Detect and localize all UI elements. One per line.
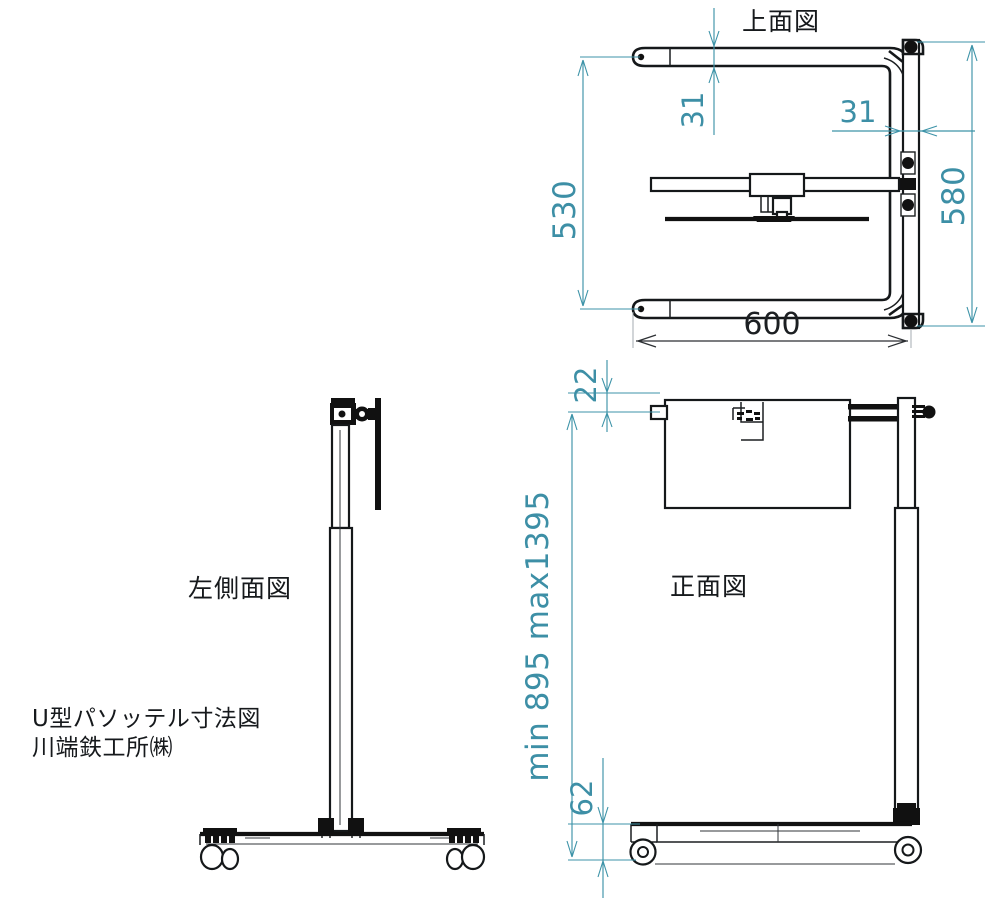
dim-31-top-label: 31: [676, 92, 710, 129]
side-view-post: [328, 423, 354, 833]
monitor-logo-icon: [732, 402, 764, 441]
dim-22-label: 22: [569, 367, 603, 404]
arm-pivot-dot-bottom: [637, 305, 645, 313]
dim-600: 600: [632, 307, 912, 348]
front-view-post: [893, 396, 936, 825]
dim-62-label: 62: [565, 780, 599, 817]
side-view-mount-head: [330, 398, 378, 425]
title-line-1: U型パソッテル寸法図: [32, 706, 261, 732]
top-view-label: 上面図: [742, 7, 820, 36]
dim-height-range-label: min 895 max1395: [520, 490, 556, 781]
dim-31-right-label: 31: [840, 95, 877, 129]
dim-62: 62: [565, 758, 640, 898]
side-view-base: [199, 818, 486, 871]
side-view-monitor: [375, 398, 381, 510]
caster-left-side: [199, 828, 240, 871]
dim-height-range: min 895 max1395: [520, 411, 660, 861]
caster-left-front: [629, 838, 657, 866]
dim-580-label: 580: [936, 166, 972, 227]
title-line-2: 川端鉄工所㈱: [32, 735, 173, 761]
caster-right-side: [445, 828, 486, 871]
front-view-base: [629, 821, 923, 866]
front-view: 22 min 895 max1395 62 正面図: [520, 360, 936, 898]
left-side-view: 左側面図: [188, 398, 486, 871]
dim-580: 580: [917, 41, 985, 327]
front-view-monitor: [649, 398, 852, 510]
dim-530-label: 530: [547, 180, 583, 241]
dim-31-top: 31: [676, 8, 720, 135]
dim-22: 22: [568, 360, 660, 432]
top-view-post: [883, 38, 925, 330]
title-block: U型パソッテル寸法図 川端鉄工所㈱: [32, 706, 261, 761]
left-side-view-label: 左側面図: [188, 574, 292, 603]
top-view-monitor-arm: [649, 172, 901, 222]
front-view-support-bar: [848, 404, 910, 422]
dim-600-label: 600: [743, 307, 800, 342]
caster-right-front: [893, 835, 923, 865]
dim-530: 530: [547, 56, 640, 310]
dim-31-right: 31: [832, 95, 975, 137]
front-view-label: 正面図: [670, 572, 748, 601]
top-view: 530 580 600 31: [547, 7, 985, 348]
arm-pivot-dot-top: [637, 53, 645, 61]
